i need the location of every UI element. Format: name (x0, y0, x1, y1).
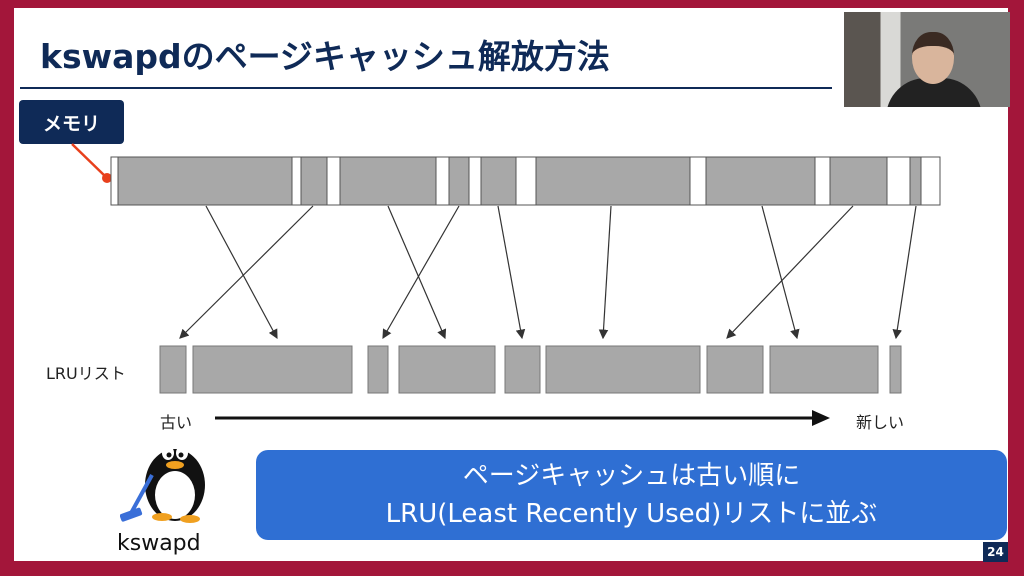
lru-list-label: LRUリスト (46, 364, 126, 383)
memory-page (535, 156, 691, 206)
age-arrow-head (812, 410, 830, 426)
mapping-arrow (387, 205, 447, 340)
memory-page (117, 156, 293, 206)
memory-page (705, 156, 816, 206)
page-title: kswapdのページキャッシュ解放方法 (40, 37, 610, 76)
lru-page (192, 345, 353, 394)
message-box: ページキャッシュは古い順に LRU(Least Recently Used)リス… (256, 450, 1007, 540)
memory-pointer-dot (102, 173, 112, 183)
arrows (179, 205, 917, 340)
old-label: 古い (160, 413, 193, 432)
lru-list (159, 345, 902, 394)
memory-page (909, 156, 922, 206)
memory-page (300, 156, 328, 206)
lru-page (367, 345, 389, 394)
mapping-arrow (497, 205, 526, 340)
mapping-arrow (598, 205, 612, 340)
mapping-arrow (761, 205, 800, 340)
memory-label: メモリ (19, 100, 124, 144)
lru-page (545, 345, 701, 394)
new-label: 新しい (856, 413, 905, 432)
lru-page (706, 345, 764, 394)
page-number: 24 (983, 542, 1008, 562)
memory-page (480, 156, 517, 206)
mapping-arrow (892, 205, 917, 340)
memory-page (339, 156, 437, 206)
title-underline (20, 87, 832, 89)
memory-page (829, 156, 888, 206)
lru-page (889, 345, 902, 394)
message-line-1: ページキャッシュは古い順に (462, 461, 801, 491)
message-line-2: LRU(Least Recently Used)リストに並ぶ (385, 499, 878, 529)
presenter-head (912, 32, 954, 84)
lru-page (504, 345, 541, 394)
mapping-arrow (179, 205, 314, 339)
memory-bar (110, 156, 941, 206)
mapping-arrow (382, 205, 460, 340)
tux-kswapd-icon (120, 446, 205, 523)
mapping-arrow (726, 205, 854, 339)
memory-page (448, 156, 470, 206)
memory-pointer-line (71, 143, 108, 179)
lru-page (398, 345, 496, 394)
kswapd-label: kswapd (117, 531, 201, 556)
lru-page (159, 345, 187, 394)
lru-page (769, 345, 879, 394)
webcam-video (844, 12, 1010, 107)
mapping-arrow (205, 205, 278, 340)
